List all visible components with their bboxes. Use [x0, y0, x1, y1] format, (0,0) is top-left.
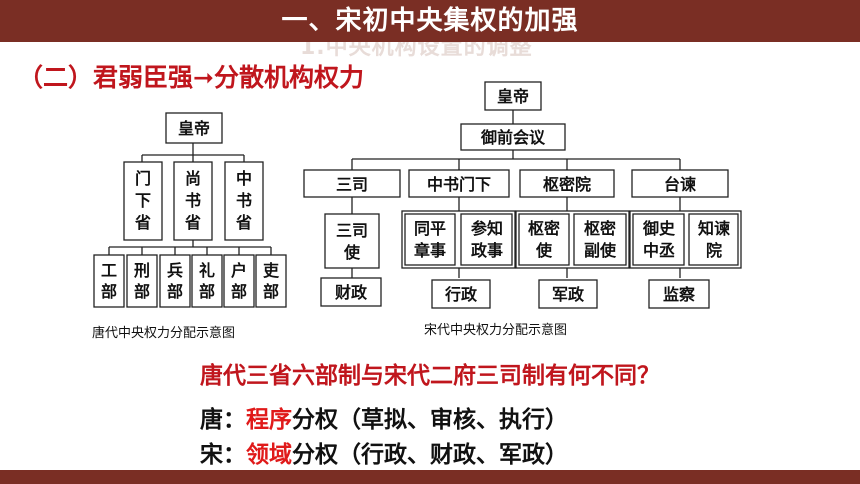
- tang-sheng-char: 省: [184, 213, 201, 232]
- faded-heading-text: 1.中央机构设置的调整: [300, 42, 533, 60]
- song-branch-box: [519, 169, 615, 198]
- tang-sheng-char: 尚: [185, 169, 201, 188]
- song-official-box: [404, 213, 456, 266]
- tang-edge-sheng: [108, 240, 272, 255]
- tang-sheng-char: 门: [135, 169, 151, 188]
- song-official-group: [515, 210, 630, 269]
- tang-bu-box: [191, 254, 223, 308]
- tang-sheng-box: [123, 161, 163, 241]
- song-official-label: 知谏院: [698, 219, 730, 260]
- song-official-label: 参知政事: [471, 219, 503, 260]
- answer-song: 宋：领域分权（行政、财政、军政）: [200, 435, 568, 469]
- tang-bu-box: [223, 254, 255, 308]
- tang-emperor-box: [165, 112, 223, 144]
- comparison-question: 唐代三省六部制与宋代二府三司制有何不同？: [200, 363, 660, 389]
- tang-sheng-label: 尚书省: [184, 169, 201, 232]
- page-title: 一、宋初中央集权的加强: [281, 6, 579, 36]
- song-domain-box: [538, 279, 598, 309]
- arrow-icon: ➞: [193, 63, 214, 92]
- song-edge-branches: [351, 197, 681, 214]
- tang-caption: 唐代中央权力分配示意图: [92, 325, 235, 341]
- song-domain-box: [320, 277, 382, 307]
- song-domain-label: 行政: [444, 285, 478, 304]
- song-official-group: [401, 210, 516, 269]
- tang-bu-label: 礼部: [199, 261, 215, 301]
- song-domain-box: [431, 279, 491, 309]
- song-edge-council: [351, 150, 681, 170]
- song-edge-officials: [351, 268, 681, 278]
- tang-emperor-label: 皇帝: [178, 119, 210, 138]
- answer-song-lead: 宋：: [200, 442, 246, 468]
- subtitle-suffix: 分散机构权力: [213, 63, 364, 92]
- tang-bu-label: 户部: [231, 261, 247, 301]
- tang-sheng-char: 书: [185, 191, 201, 210]
- song-emperor-box: [484, 81, 542, 111]
- tang-bu-box: [93, 254, 125, 308]
- tang-edge-emperor: [141, 143, 245, 162]
- song-official-box: [573, 213, 627, 266]
- song-domain-label: 财政: [334, 283, 368, 302]
- song-caption: 宋代中央权力分配示意图: [424, 322, 567, 338]
- title-banner: 一、宋初中央集权的加强: [0, 0, 860, 42]
- song-domain-label: 军政: [552, 285, 585, 304]
- song-council-box: [460, 123, 566, 151]
- song-official-box: [324, 213, 380, 269]
- tang-bu-box: [126, 254, 158, 308]
- tang-diagram: 皇帝 门下省 尚书省 中书省 工部 刑部 兵部 礼部 户部 吏部 唐代中央权力分…: [92, 112, 287, 341]
- song-branch-box: [303, 169, 401, 198]
- tang-sheng-char: 下: [135, 191, 151, 210]
- tang-sheng-box: [173, 161, 213, 241]
- tang-sheng-label: 中书省: [235, 169, 252, 232]
- song-official-label: 御史中丞: [642, 219, 676, 260]
- song-branch-box: [408, 169, 510, 198]
- answer-song-highlight: 领域: [246, 442, 292, 468]
- song-official-box: [632, 213, 685, 266]
- song-official-label: 枢密使: [528, 219, 560, 260]
- song-branch-label: 中书门下: [427, 175, 491, 194]
- tang-bu-box: [159, 254, 191, 308]
- subtitle-prefix: （二）君弱臣强: [18, 63, 194, 92]
- song-branch-box: [631, 169, 729, 198]
- answer-tang-rest: 分权（草拟、审核、执行）: [292, 407, 568, 433]
- answer-box: [196, 398, 666, 470]
- tang-bu-row: 工部 刑部 兵部 礼部 户部 吏部: [93, 254, 287, 308]
- tang-bu-box: [255, 254, 287, 308]
- song-official-box: [688, 213, 739, 266]
- section-subtitle: （二）君弱臣强➞分散机构权力: [18, 58, 364, 94]
- tang-bu-label: 吏部: [263, 261, 280, 301]
- song-official-group: [629, 210, 742, 269]
- song-official-label: 枢密副使: [584, 219, 617, 260]
- answer-tang-highlight: 程序: [246, 407, 292, 433]
- bottom-decoration-strip: [0, 470, 860, 484]
- answer-song-rest: 分权（行政、财政、军政）: [292, 442, 568, 468]
- song-branch-label: 三司: [336, 175, 368, 194]
- song-official-label: 三司使: [336, 221, 368, 262]
- song-branch-label: 台谏: [664, 175, 696, 194]
- tang-sheng-label: 门下省: [134, 169, 151, 232]
- song-official-label: 同平章事: [414, 219, 446, 260]
- answer-tang: 唐：程序分权（草拟、审核、执行）: [200, 400, 568, 434]
- tang-sheng-char: 省: [235, 213, 252, 232]
- tang-sheng-char: 省: [134, 213, 151, 232]
- song-official-box: [518, 213, 570, 266]
- song-domain-label: 监察: [663, 285, 696, 304]
- song-council-label: 御前会议: [480, 128, 546, 147]
- song-official-box: [460, 213, 513, 266]
- song-diagram: 皇帝 御前会议 三司 中书门下 枢密院 台谏 三司使 同平章事 参知政事 枢密使…: [303, 81, 742, 338]
- song-branch-label: 枢密院: [543, 175, 591, 194]
- song-emperor-label: 皇帝: [497, 87, 529, 106]
- tang-bu-label: 工部: [101, 261, 117, 301]
- tang-sheng-char: 书: [236, 191, 252, 210]
- tang-bu-label: 兵部: [167, 261, 183, 301]
- song-domain-box: [648, 279, 710, 309]
- tang-sheng-char: 中: [236, 169, 252, 188]
- tang-bu-label: 刑部: [134, 261, 150, 301]
- answer-tang-lead: 唐：: [200, 407, 246, 433]
- tang-sheng-box: [224, 161, 264, 241]
